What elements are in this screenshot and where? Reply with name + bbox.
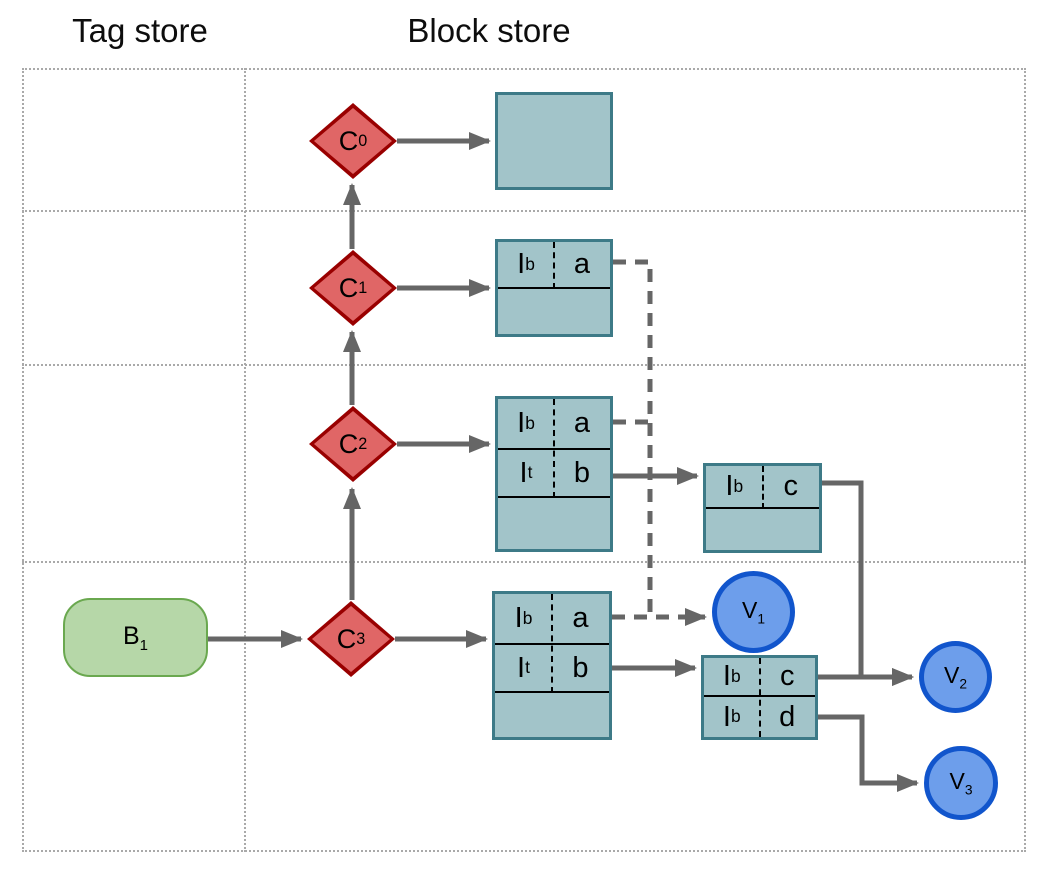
block-store-title: Block store xyxy=(407,12,571,49)
label-text: C xyxy=(338,428,359,459)
key-text: I xyxy=(722,700,731,733)
key-text: I xyxy=(514,602,523,634)
block-cell-value: a xyxy=(573,407,591,439)
grid-outer-border xyxy=(22,68,1026,852)
block-cell-value: a xyxy=(572,602,589,634)
tag-node-b1: B1 xyxy=(63,598,208,677)
key-text: I xyxy=(725,470,734,502)
label-text: V xyxy=(943,662,960,689)
label-text: C xyxy=(338,272,359,303)
block-cell-value: c xyxy=(780,660,795,692)
value-node-v2: V2 xyxy=(919,641,992,713)
label-text: B xyxy=(122,621,140,650)
block-cell-divider xyxy=(553,399,555,498)
key-sub: t xyxy=(525,657,530,678)
grid-row-divider-1 xyxy=(22,210,1026,212)
block-cell-value: c xyxy=(783,470,799,502)
tag-store-title: Tag store xyxy=(72,12,208,49)
key-sub: b xyxy=(730,665,741,686)
label-text: V xyxy=(949,768,965,795)
block-cell-value: b xyxy=(573,456,591,489)
block-cell-divider xyxy=(553,242,555,289)
key-sub: b xyxy=(525,412,535,433)
block-cell-value: a xyxy=(573,248,591,280)
key-text: I xyxy=(517,407,526,439)
label-sub: 3 xyxy=(356,629,366,648)
label-sub: 1 xyxy=(757,611,766,627)
key-sub: b xyxy=(525,253,535,274)
grid-column-divider xyxy=(244,68,246,852)
block-cell-divider xyxy=(758,658,761,737)
label-sub: 0 xyxy=(358,131,368,150)
label-sub: 1 xyxy=(358,278,368,297)
block-cell-divider xyxy=(761,466,764,509)
key-sub: b xyxy=(730,706,741,727)
edge-c2child-to-v2 xyxy=(822,480,914,686)
key-sub: t xyxy=(527,462,533,483)
block-c0 xyxy=(495,92,613,190)
key-sub: b xyxy=(522,607,533,628)
key-text: I xyxy=(517,651,526,684)
label-sub: 3 xyxy=(964,782,973,798)
block-cell-divider xyxy=(551,594,553,693)
label-text: C xyxy=(336,623,357,654)
label-sub: 2 xyxy=(959,676,968,692)
value-node-v3-label: V3 xyxy=(949,768,972,798)
label-sub: 2 xyxy=(358,434,368,453)
key-text: I xyxy=(722,660,731,692)
block-cell-value: b xyxy=(572,651,589,684)
value-node-v1: V1 xyxy=(712,571,795,653)
tag-node-b1-label: B1 xyxy=(123,622,148,654)
edge-c3child-d-to-v3 xyxy=(818,714,919,792)
grid-row-divider-2 xyxy=(22,364,1026,366)
value-node-v1-label: V1 xyxy=(742,597,765,627)
label-text: C xyxy=(338,125,359,156)
key-sub: b xyxy=(733,475,744,496)
label-sub: 1 xyxy=(139,636,149,654)
label-text: V xyxy=(741,597,758,624)
grid-row-divider-3 xyxy=(22,561,1026,563)
key-text: I xyxy=(519,456,528,489)
key-text: I xyxy=(517,248,526,280)
value-node-v2-label: V2 xyxy=(944,662,967,692)
block-cell-value: d xyxy=(779,700,796,733)
value-node-v3: V3 xyxy=(924,746,998,820)
dashed-edge-c1block-a xyxy=(613,259,653,615)
